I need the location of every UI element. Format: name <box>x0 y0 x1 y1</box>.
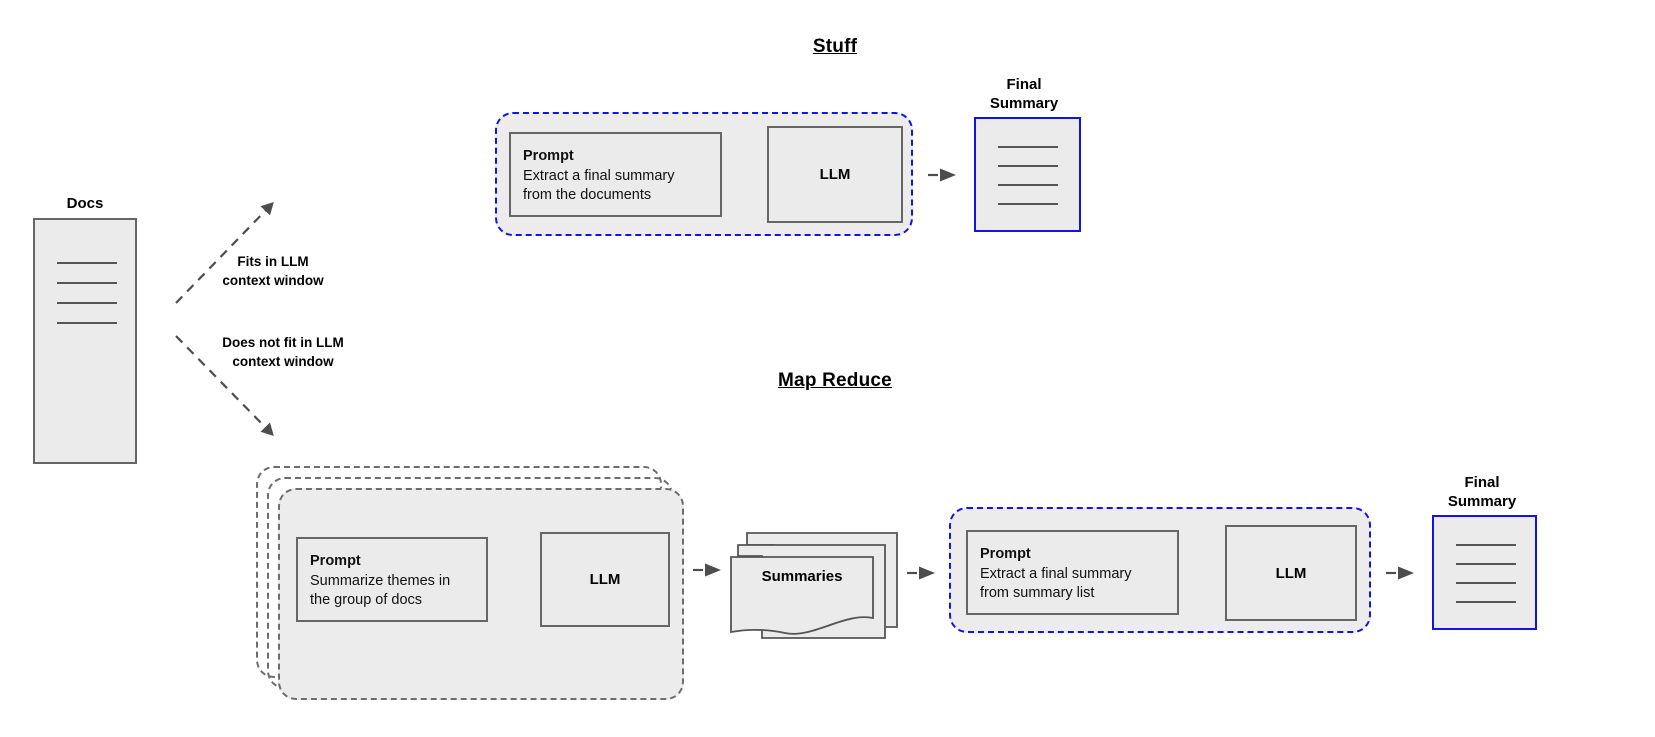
stuff-llm-box: LLM <box>767 126 903 223</box>
map-prompt-box: Prompt Summarize themes in the group of … <box>296 537 488 622</box>
stuff-final-summary-caption: Final Summary <box>966 75 1082 113</box>
reduce-prompt-title: Prompt <box>980 545 1031 562</box>
map-prompt-body: Summarize themes in the group of docs <box>310 572 451 608</box>
summaries-label: Summaries <box>761 568 843 585</box>
docs-caption: Docs <box>66 195 104 212</box>
map-prompt-title: Prompt <box>310 552 361 569</box>
stuff-prompt-box: Prompt Extract a final summary from the … <box>509 132 722 217</box>
map-reduce-section-title: Map Reduce <box>778 370 892 391</box>
branch-label-fits-line1: Fits in LLM <box>237 254 309 269</box>
stuff-final-summary-caption-line2: Summary <box>989 95 1059 112</box>
reduce-llm-label: LLM <box>1275 564 1307 582</box>
stuff-prompt-body: Extract a final summary from the documen… <box>523 167 675 203</box>
mr-final-summary-line-1 <box>1456 544 1516 546</box>
final-summary-line-2 <box>998 165 1058 167</box>
stuff-final-summary-caption-line1: Final <box>1006 76 1042 93</box>
docs-line-2 <box>57 282 117 284</box>
map-reduce-final-summary-caption: Final Summary <box>1424 473 1540 511</box>
branch-label-does-not-fit: Does not fit in LLM context window <box>186 333 380 371</box>
arrow-map-llm-to-summaries <box>693 563 721 577</box>
reduce-prompt-body: Extract a final summary from summary lis… <box>980 565 1132 601</box>
reduce-prompt-box: Prompt Extract a final summary from summ… <box>966 530 1179 615</box>
final-summary-line-4 <box>998 203 1058 205</box>
branch-label-fits-line2: context window <box>222 273 324 288</box>
stuff-llm-label: LLM <box>819 166 851 183</box>
docs-box <box>33 218 137 464</box>
reduce-llm-box: LLM <box>1225 525 1357 621</box>
stuff-final-summary-box <box>974 117 1081 232</box>
arrow-stuff-llm-to-final <box>928 168 956 182</box>
mr-final-summary-line-3 <box>1456 582 1516 584</box>
mr-final-summary-line-4 <box>1456 601 1516 603</box>
final-summary-line-3 <box>998 184 1058 186</box>
branch-label-fits: Fits in LLM context window <box>186 252 360 290</box>
docs-line-4 <box>57 322 117 324</box>
summaries-shape <box>730 532 898 639</box>
arrow-reduce-llm-to-final <box>1386 566 1414 580</box>
stuff-prompt-title: Prompt <box>523 147 574 164</box>
arrow-summaries-to-reduce <box>907 566 935 580</box>
mr-final-summary-line-2 <box>1456 563 1516 565</box>
map-llm-label: LLM <box>589 571 621 588</box>
map-reduce-final-summary-caption-line1: Final <box>1464 474 1500 491</box>
map-llm-box: LLM <box>540 532 670 627</box>
docs-line-3 <box>57 302 117 304</box>
map-reduce-final-summary-caption-line2: Summary <box>1447 493 1517 510</box>
docs-line-1 <box>57 262 117 264</box>
branch-label-does-not-fit-line2: context window <box>232 354 334 369</box>
map-reduce-final-summary-box <box>1432 515 1537 630</box>
branch-label-does-not-fit-line1: Does not fit in LLM <box>222 335 344 350</box>
final-summary-line-1 <box>998 146 1058 148</box>
stuff-section-title: Stuff <box>812 36 858 57</box>
